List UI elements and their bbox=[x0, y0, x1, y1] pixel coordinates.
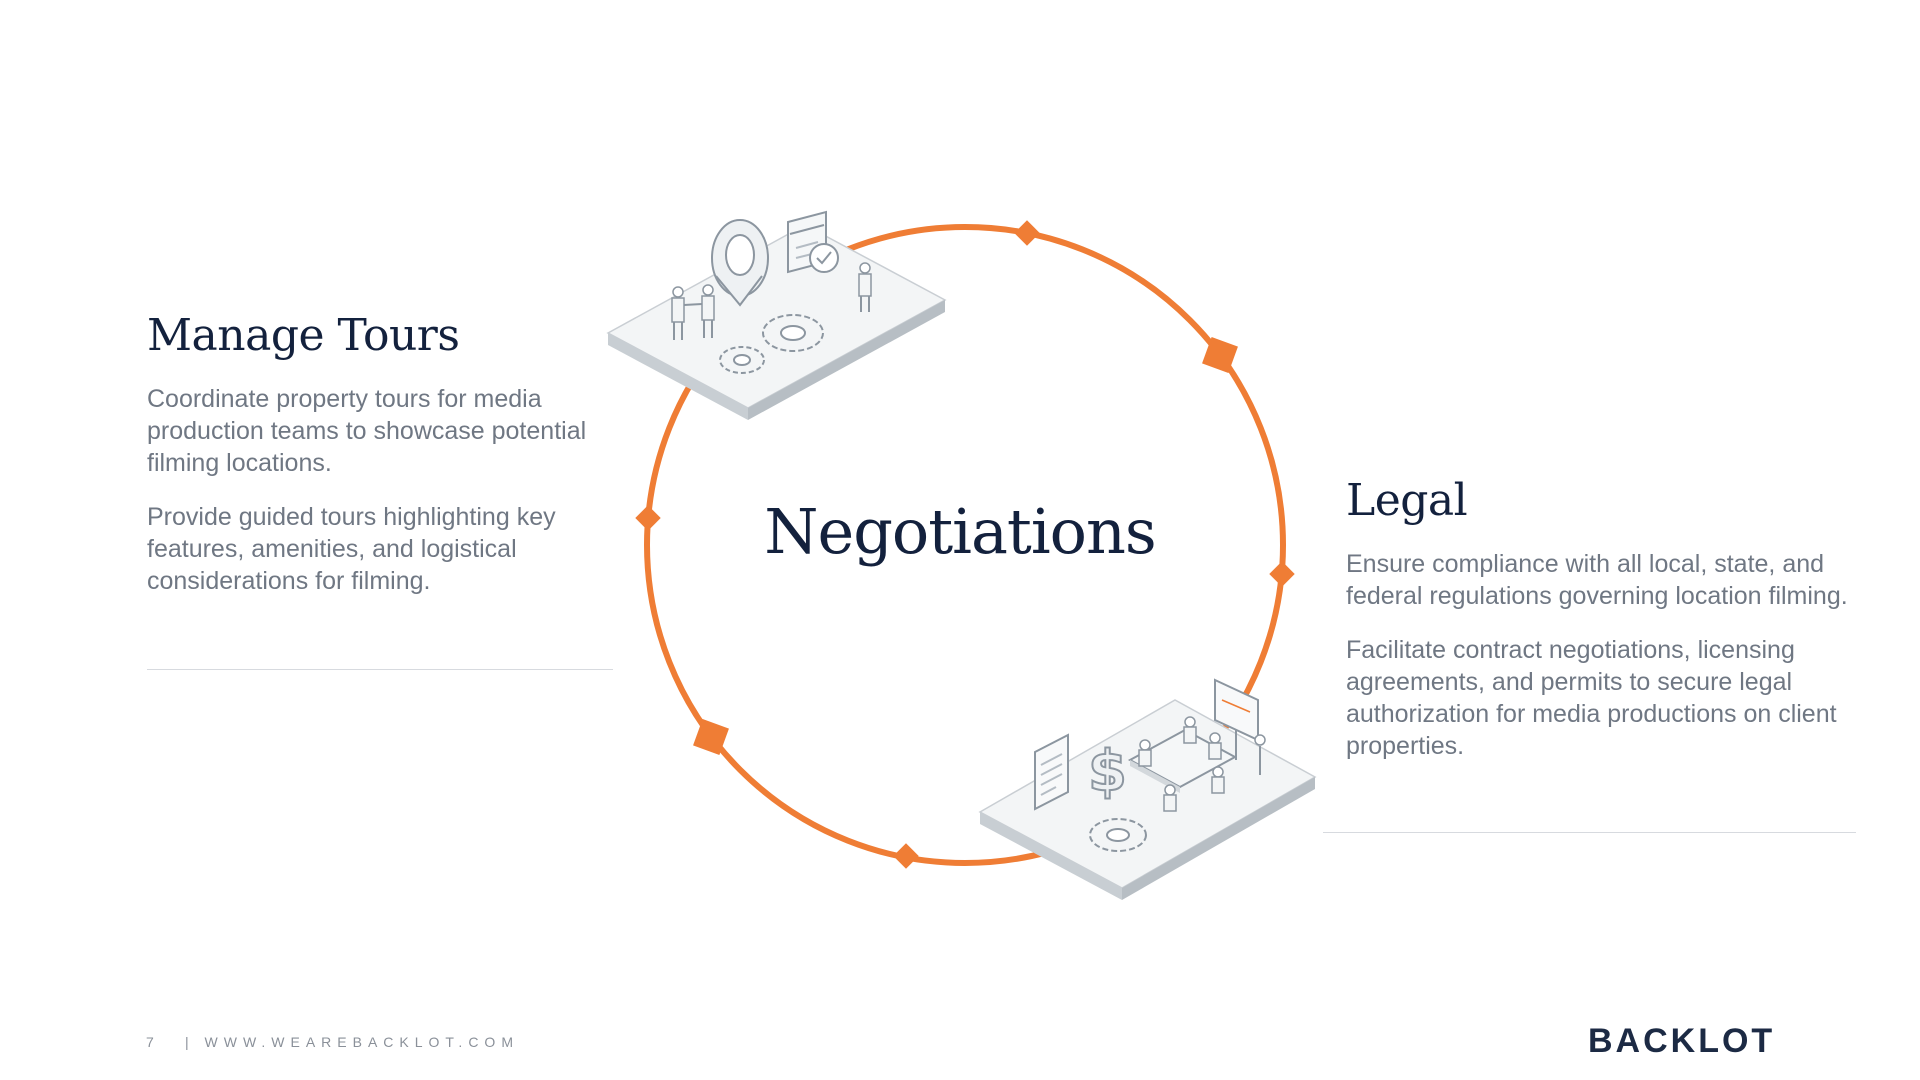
divider bbox=[1323, 832, 1856, 833]
document-icon bbox=[1034, 733, 1069, 811]
manage-tours-section: Manage Tours Coordinate property tours f… bbox=[147, 310, 607, 597]
gears-icon bbox=[1089, 818, 1147, 852]
section-heading: Manage Tours bbox=[147, 310, 460, 361]
isometric-platform-legal bbox=[978, 699, 1317, 900]
legal-section: Legal Ensure compliance with all local, … bbox=[1346, 475, 1866, 762]
divider bbox=[147, 669, 613, 670]
location-pin-icon bbox=[711, 219, 769, 307]
dollar-icon: $ bbox=[1087, 738, 1128, 805]
section-paragraph: Coordinate property tours for media prod… bbox=[147, 385, 587, 477]
diamond-marker-top bbox=[1014, 220, 1040, 246]
brand-logo: BACKLOT bbox=[1588, 1022, 1775, 1061]
square-marker-lower-left bbox=[693, 719, 729, 755]
diamond-marker-left bbox=[635, 505, 661, 531]
page-number: 7 bbox=[146, 1034, 154, 1050]
section-paragraph: Provide guided tours highlighting key fe… bbox=[147, 503, 556, 595]
diamond-marker-bottom bbox=[893, 843, 919, 869]
brand-logo-text: BACKLOT bbox=[1588, 1022, 1776, 1060]
section-paragraph: Facilitate contract negotiations, licens… bbox=[1346, 636, 1837, 760]
footer-url-link[interactable]: | WWW.WEAREBACKLOT.COM bbox=[185, 1034, 519, 1050]
square-marker-upper-right bbox=[1202, 337, 1238, 373]
center-title: Negotiations bbox=[764, 495, 1156, 568]
meeting-table-icon bbox=[1127, 716, 1238, 812]
section-heading: Legal bbox=[1346, 475, 1468, 526]
presentation-board-icon bbox=[1214, 678, 1266, 775]
cycle-ring bbox=[644, 224, 1286, 866]
gears-icon bbox=[719, 314, 824, 374]
calendar-icon bbox=[787, 210, 839, 274]
section-paragraph: Ensure compliance with all local, state,… bbox=[1346, 550, 1848, 610]
handshake-people-icon bbox=[671, 262, 872, 340]
svg-text:$: $ bbox=[1088, 739, 1127, 804]
diamond-marker-right bbox=[1269, 561, 1295, 587]
